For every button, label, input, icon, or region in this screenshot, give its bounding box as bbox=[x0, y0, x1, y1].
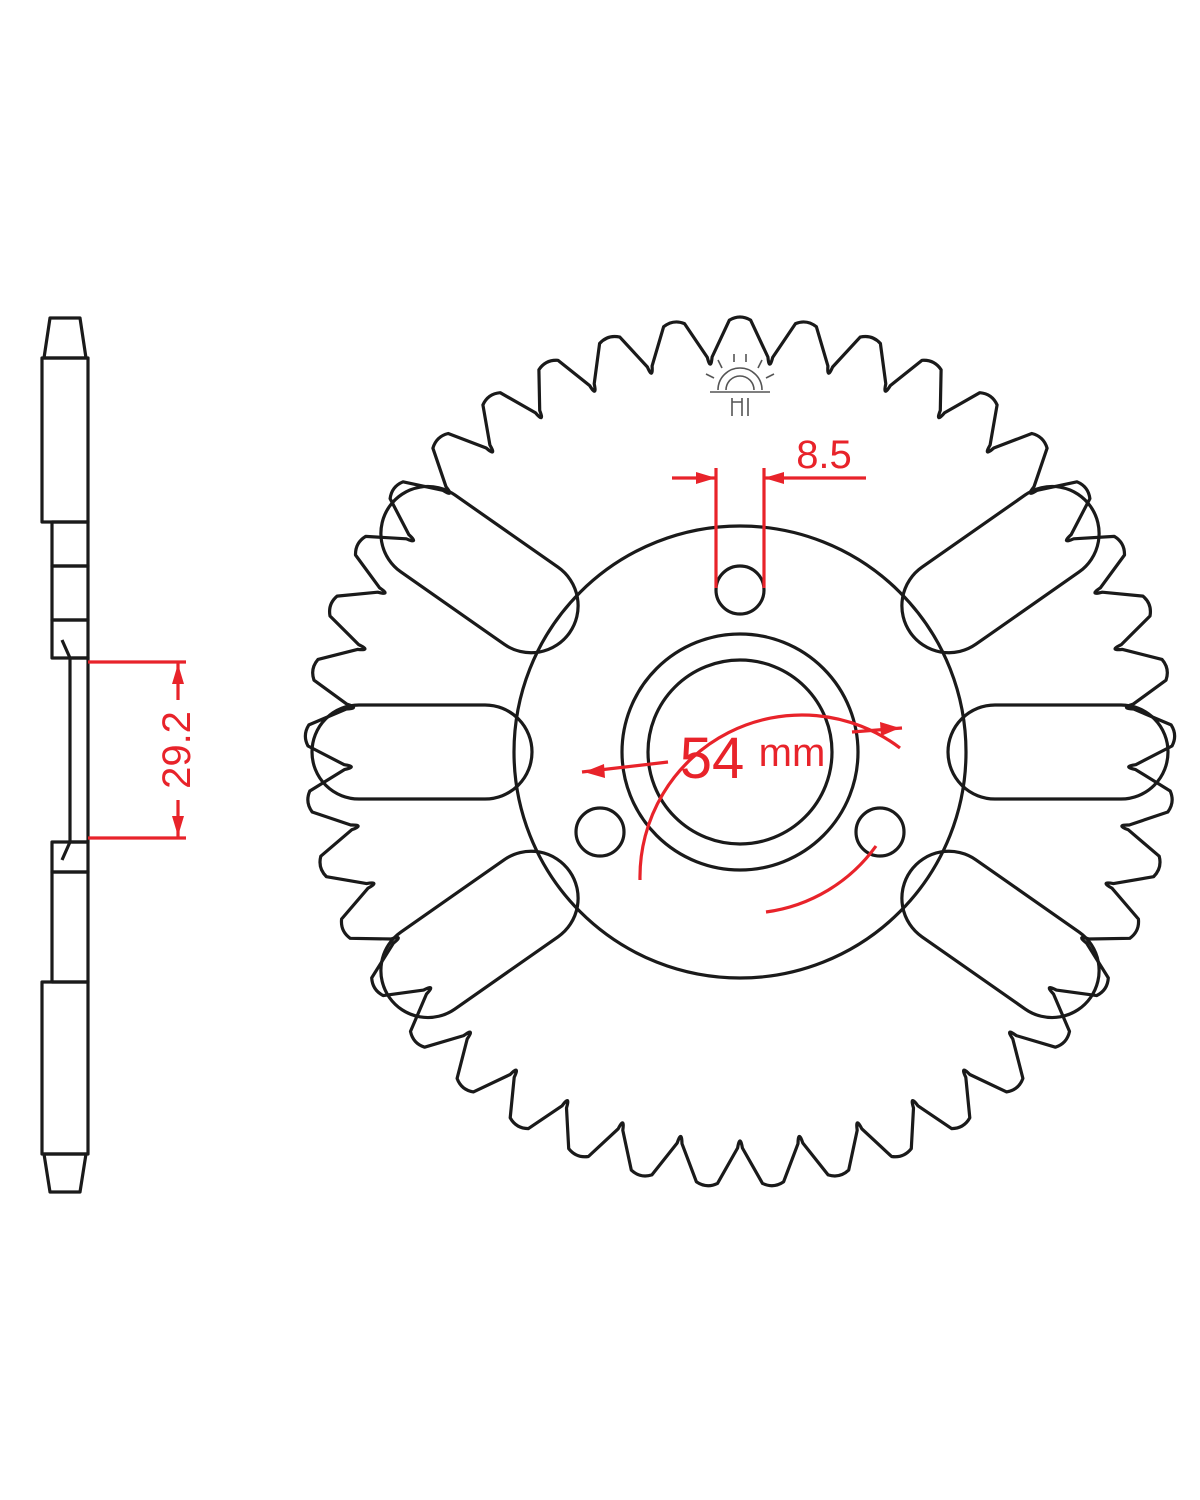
bolt-circle-dimension: 54 mm bbox=[581, 713, 903, 914]
sprocket-front-view: 8.5 54 mm bbox=[303, 315, 1177, 1188]
profile-lower-hub-hatched bbox=[50, 840, 90, 874]
sprocket-teeth-outline bbox=[303, 315, 1177, 1188]
profile-top-tooth-tip bbox=[42, 316, 88, 360]
slot-lower-right bbox=[900, 849, 1101, 1020]
profile-upper-hatched-section bbox=[40, 356, 90, 524]
hub-offset-label: 29.2 bbox=[155, 711, 199, 789]
bolt-circle-arc-upper bbox=[638, 713, 901, 881]
slot-upper-right bbox=[900, 484, 1101, 655]
profile-upper-step-hatched bbox=[50, 520, 90, 568]
profile-hub-bore bbox=[60, 639, 90, 861]
bolt-hole-diameter-label: 8.5 bbox=[796, 433, 852, 477]
bolt-hole-dimension: 8.5 bbox=[672, 433, 866, 588]
slot-lower-left bbox=[379, 849, 580, 1020]
slot-left bbox=[310, 703, 534, 801]
bolt-hole-right bbox=[854, 806, 906, 858]
hub-flange-ring bbox=[512, 524, 968, 980]
bolt-circle-arc-lower bbox=[765, 845, 878, 914]
center-bore bbox=[646, 658, 834, 846]
bolt-hole-top bbox=[714, 564, 766, 616]
bolt-hole-left bbox=[574, 806, 626, 858]
bolt-circle-unit: mm bbox=[759, 731, 826, 775]
profile-upper-relief bbox=[50, 564, 90, 622]
manufacturer-logo bbox=[705, 354, 775, 416]
profile-lower-step-hatched bbox=[50, 870, 90, 984]
slot-right bbox=[946, 703, 1170, 801]
bolt-circle-value: 54 bbox=[680, 726, 745, 791]
profile-lower-hatched-section bbox=[40, 980, 90, 1156]
side-profile-view: 29.2 bbox=[40, 316, 199, 1194]
profile-upper-hub-hatched bbox=[50, 618, 90, 660]
slot-upper-left bbox=[379, 484, 580, 655]
lightening-slots bbox=[310, 484, 1170, 1020]
profile-bottom-tooth-tip bbox=[42, 1152, 88, 1194]
bore-outer-ring bbox=[620, 632, 860, 872]
hub-offset-dimension: 29.2 bbox=[88, 660, 199, 840]
